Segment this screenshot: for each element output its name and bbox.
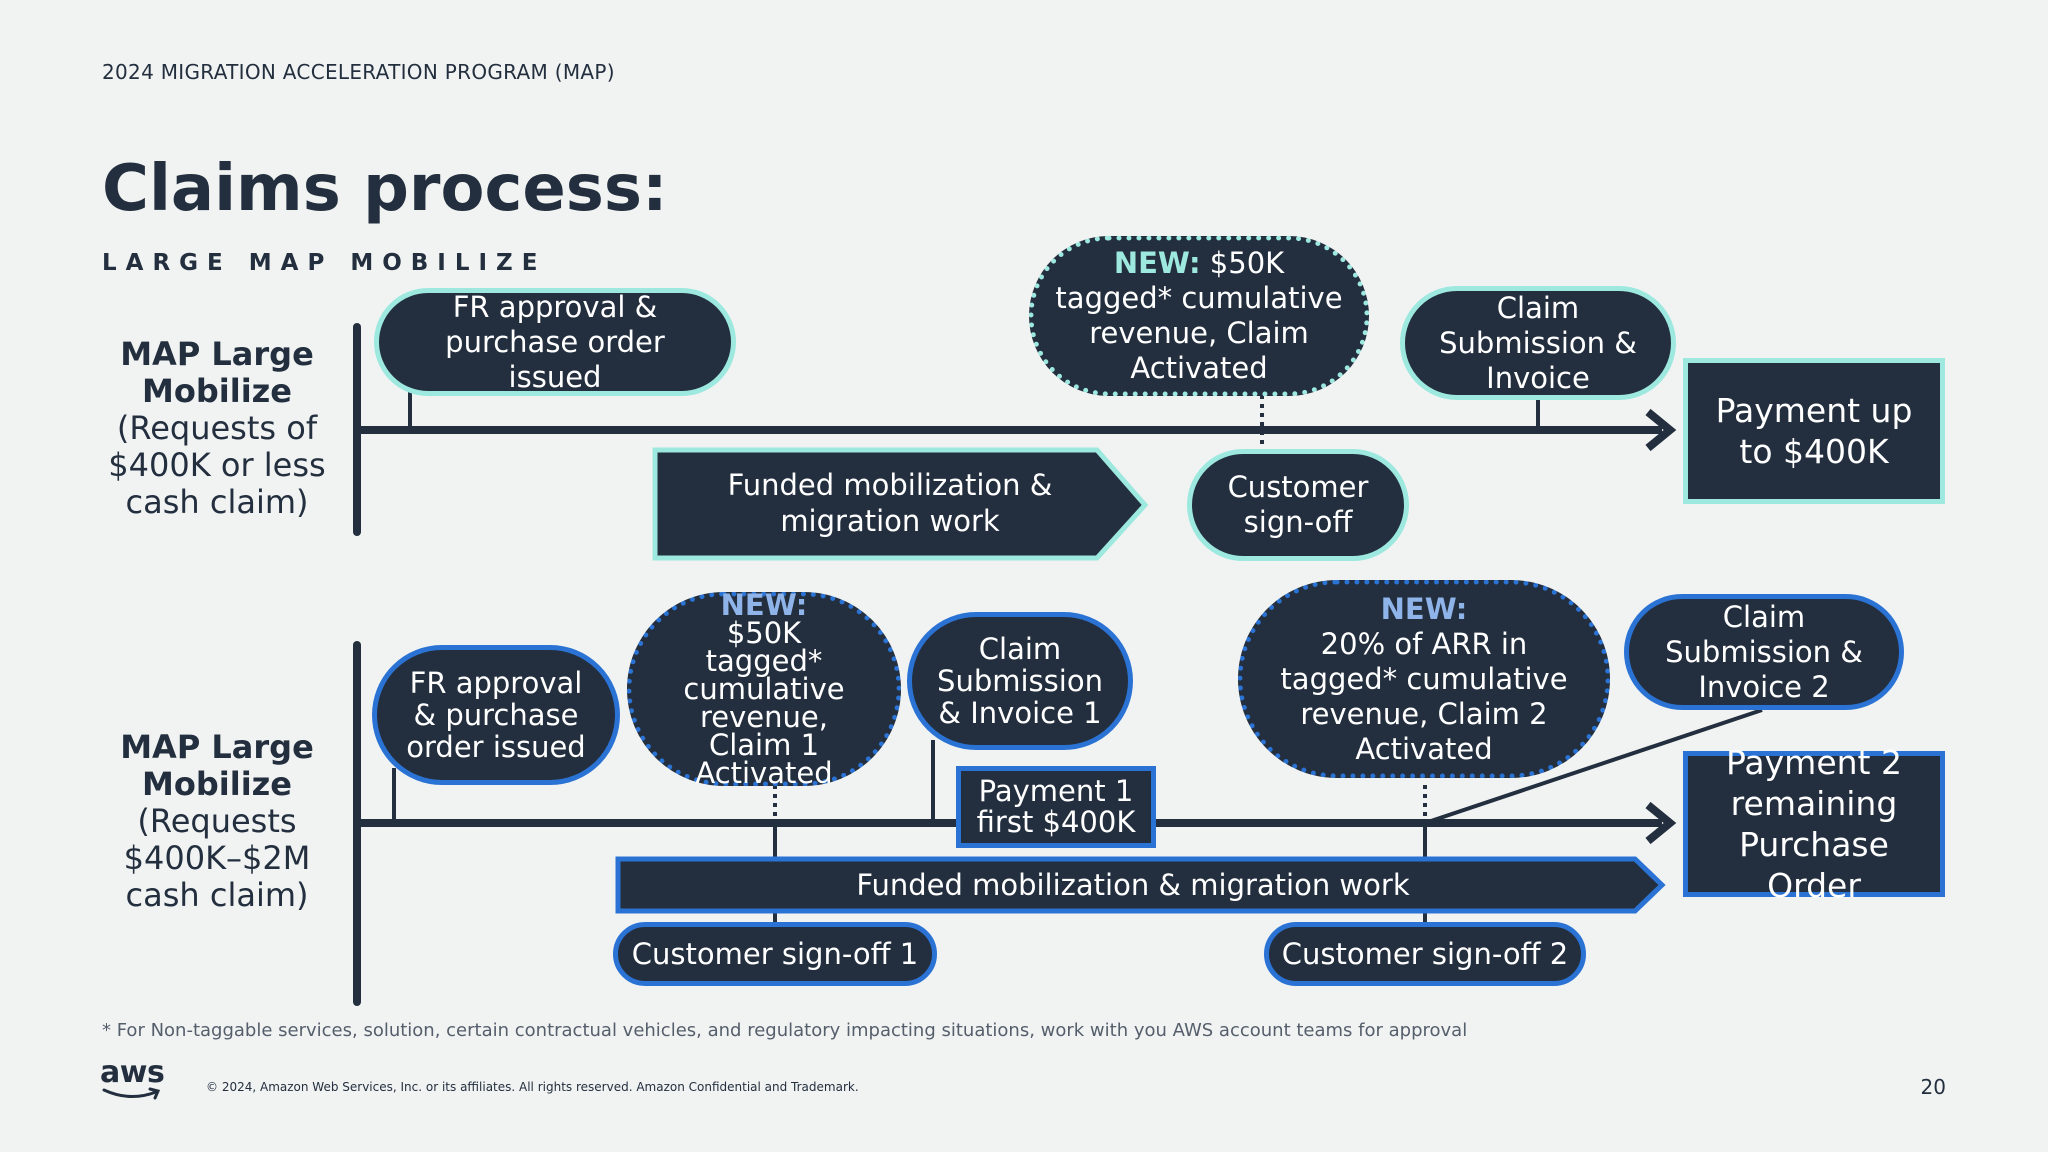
row2-signoff2-text: Customer sign-off 2 — [1281, 936, 1569, 971]
row2-arrowhead — [1645, 801, 1677, 845]
row2-claim1-text: Claim Submission & Invoice 1 — [937, 632, 1103, 730]
row2-label: MAP Large Mobilize (Requests $400K–$2M c… — [102, 729, 332, 914]
row2-new2-text: 20% of ARR in tagged* cumulative revenue… — [1280, 626, 1568, 766]
row1-payment: Payment up to $400K — [1683, 358, 1945, 504]
row2-fr-approval-text: FR approval & purchase order issued — [406, 666, 586, 764]
row2-funded-arrow — [615, 856, 1666, 914]
aws-logo: aws — [100, 1055, 165, 1102]
row2-new2-prefix: NEW: — [1380, 591, 1468, 626]
page-title: Claims process: — [102, 152, 668, 226]
row2-customer-signoff1: Customer sign-off 1 — [613, 922, 937, 986]
row2-new1-prefix: NEW: — [720, 588, 808, 622]
page-subtitle: LARGE MAP MOBILIZE — [102, 250, 547, 276]
row1-payment-text: Payment up to $400K — [1715, 391, 1913, 471]
row1-fr-approval-text: FR approval & purchase order issued — [445, 289, 665, 394]
row2-funded-text: Funded mobilization & migration work — [856, 868, 1410, 902]
row2-claim-submission2: Claim Submission & Invoice 2 — [1624, 594, 1904, 710]
row2-claim2-text: Claim Submission & Invoice 2 — [1665, 599, 1863, 704]
row2-label-rest: (Requests $400K–$2M cash claim) — [123, 802, 311, 914]
row1-customer-signoff: Customer sign-off — [1187, 449, 1409, 561]
row2-new-claim1-activated: NEW: $50K tagged* cumulative revenue, Cl… — [627, 588, 901, 790]
row1-claim-text: Claim Submission & Invoice — [1439, 290, 1637, 395]
aws-logo-text: aws — [100, 1055, 165, 1090]
footnote: * For Non-taggable services, solution, c… — [102, 1020, 1468, 1041]
row2-customer-signoff2: Customer sign-off 2 — [1264, 922, 1586, 986]
row1-new-text: $50K tagged* cumulative revenue, Claim A… — [1055, 246, 1343, 385]
row1-new-prefix: NEW: — [1113, 246, 1201, 280]
row1-signoff-text: Customer sign-off — [1227, 470, 1369, 539]
row2-payment1: Payment 1 first $400K — [956, 766, 1156, 848]
row1-new-text-wrap: NEW: $50K tagged* cumulative revenue, Cl… — [1054, 246, 1344, 386]
row1-funded-arrow — [652, 447, 1149, 561]
row2-fr-approval: FR approval & purchase order issued — [372, 645, 620, 785]
aws-smile-icon — [102, 1087, 161, 1100]
row2-signoff1-text: Customer sign-off 1 — [631, 936, 919, 971]
program-header: 2024 MIGRATION ACCELERATION PROGRAM (MAP… — [102, 60, 615, 84]
row1-claim-submission: Claim Submission & Invoice — [1400, 286, 1676, 400]
row2-label-bold: MAP Large Mobilize — [120, 728, 314, 803]
row2-diagonal-claim2 — [1424, 708, 1763, 825]
row1-funded-text: Funded mobilization & migration work — [727, 468, 1053, 538]
row1-label-rest: (Requests of $400K or less cash claim) — [108, 409, 326, 521]
row1-fr-approval: FR approval & purchase order issued — [374, 288, 736, 396]
row1-label-bold: MAP Large Mobilize — [120, 335, 314, 410]
copyright: © 2024, Amazon Web Services, Inc. or its… — [206, 1080, 859, 1094]
row2-new-claim2-activated: NEW: 20% of ARR in tagged* cumulative re… — [1238, 580, 1610, 778]
row2-new1-text: $50K tagged* cumulative revenue, Claim 1… — [683, 616, 845, 790]
page-number: 20 — [1920, 1075, 1946, 1099]
row2-payment2: Payment 2 remaining Purchase Order — [1683, 743, 1945, 905]
row1-label: MAP Large Mobilize (Requests of $400K or… — [102, 336, 332, 521]
row1-new-claim-activated: NEW: $50K tagged* cumulative revenue, Cl… — [1029, 236, 1369, 396]
row2-claim-submission1: Claim Submission & Invoice 1 — [907, 612, 1133, 750]
row2-payment2-text: Payment 2 remaining Purchase Order — [1726, 743, 1902, 905]
row2-payment1-text: Payment 1 first $400K — [976, 774, 1136, 839]
row1-arrowhead — [1645, 408, 1677, 452]
